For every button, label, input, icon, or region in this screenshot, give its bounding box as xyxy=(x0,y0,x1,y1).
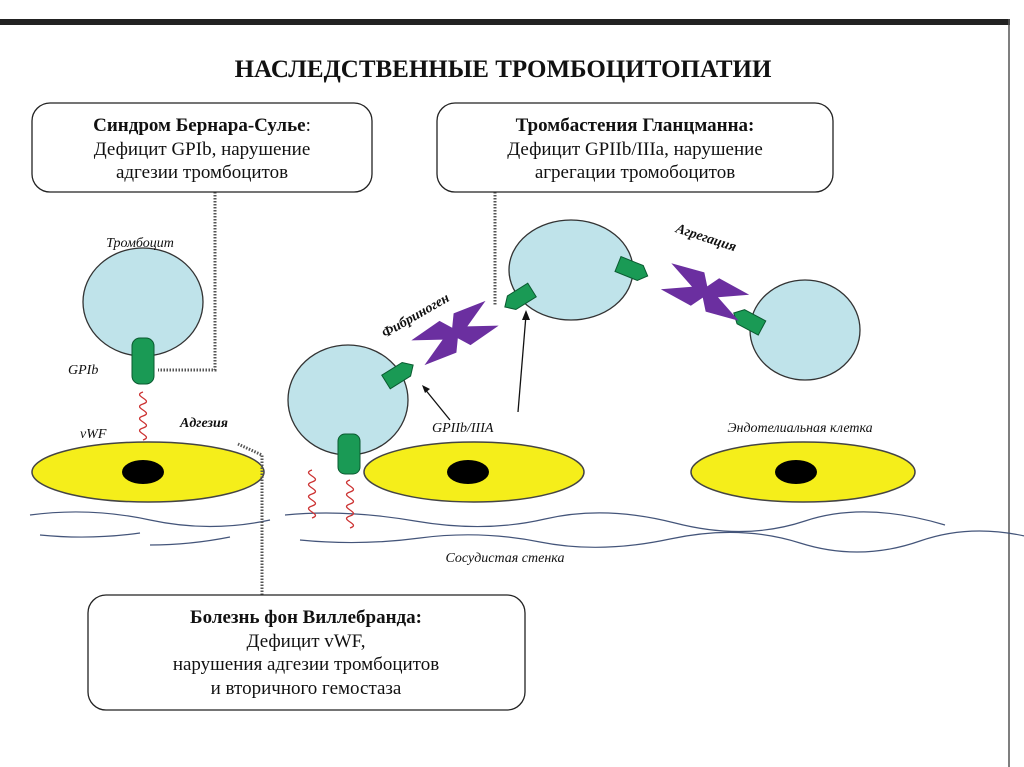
arrow-to-receptor-2 xyxy=(517,310,530,413)
box-glanzmann: Тромбастения Гланцманна: Дефицит GPIIb/I… xyxy=(436,102,834,193)
endothelial-cell-1 xyxy=(31,441,265,503)
box-line: Дефицит GPIIb/IIIa, нарушение xyxy=(507,139,763,160)
box-line: агрегации тромобоцитов xyxy=(535,162,735,183)
vwf-coil-1 xyxy=(138,391,148,441)
endothelial-cell-3 xyxy=(690,441,916,503)
box-heading-suffix: : xyxy=(306,115,311,136)
vwf-coil-2 xyxy=(307,469,317,519)
box-von-willebrand: Болезнь фон Виллебранда: Дефицит vWF, на… xyxy=(87,594,526,711)
label-vwf: vWF xyxy=(80,427,107,442)
label-vessel-wall: Сосудистая стенка xyxy=(446,551,565,566)
box-line: нарушения адгезии тромбоцитов xyxy=(173,654,439,675)
box-line: Дефицит vWF, xyxy=(247,631,366,652)
gpib-receptor-2 xyxy=(337,433,361,475)
arrow-to-receptor-1 xyxy=(422,385,451,421)
box-heading: Тромбастения Гланцманна: xyxy=(516,115,755,136)
box-heading: Болезнь фон Виллебранда: xyxy=(190,607,422,628)
label-gpiib-iiia: GPIIb/IIIA xyxy=(432,421,494,436)
box-line: адгезии тромбоцитов xyxy=(116,162,288,183)
label-adhesion: Адгезия xyxy=(179,416,228,431)
box-line: и вторичного гемостаза xyxy=(211,678,402,699)
label-endothelial-cell: Эндотелиальная клетка xyxy=(727,421,872,436)
label-gpib: GPIb xyxy=(68,363,98,378)
connector-bernard-soulier xyxy=(158,192,217,372)
vessel-wall-lines xyxy=(29,511,1024,553)
top-bar xyxy=(0,19,1010,25)
platelet-3 xyxy=(508,219,634,321)
gpib-receptor xyxy=(131,337,155,385)
svg-text:Синдром Бернара-Сулье:: Синдром Бернара-Сулье: xyxy=(93,115,311,136)
box-bernard-soulier: Синдром Бернара-Сулье: Дефицит GPIb, нар… xyxy=(31,102,373,193)
label-aggregation: Агрегация xyxy=(673,221,738,255)
box-line: Дефицит GPIb, нарушение xyxy=(94,139,311,160)
box-heading: Синдром Бернара-Сулье xyxy=(93,115,305,136)
endothelial-cell-2 xyxy=(363,441,585,503)
page-title: НАСЛЕДСТВЕННЫЕ ТРОМБОЦИТОПАТИИ xyxy=(235,56,772,83)
vwf-coil-3 xyxy=(345,479,355,529)
platelet-4 xyxy=(749,279,861,381)
label-platelet: Тромбоцит xyxy=(106,236,174,251)
